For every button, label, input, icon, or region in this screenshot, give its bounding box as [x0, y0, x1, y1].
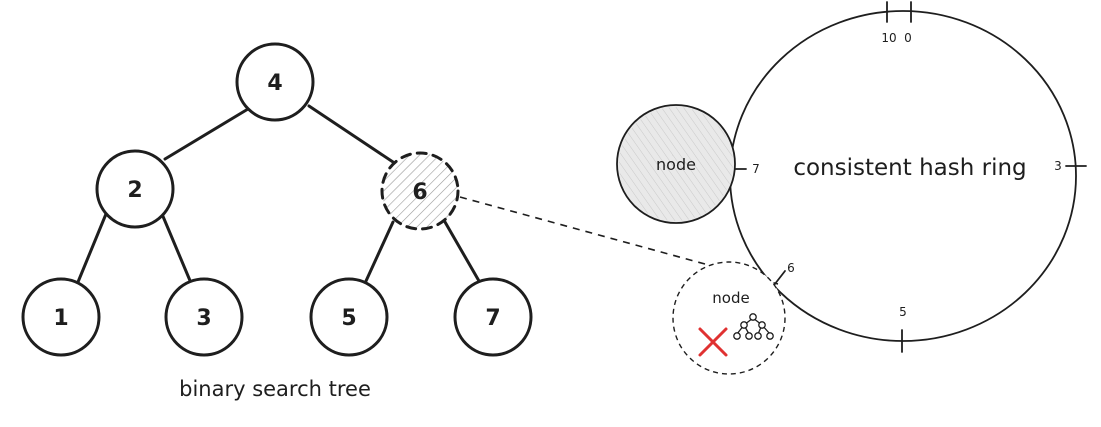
- tree-node-7: [453, 277, 533, 357]
- failed-node-position-6: node: [672, 261, 786, 375]
- tree-edge-6-5: [364, 220, 395, 283]
- tree-node-4-label: 4: [267, 71, 282, 96]
- ring-node-position-7: node: [616, 104, 736, 224]
- ring-node-hatching: [619, 107, 733, 221]
- ring-node-label: node: [656, 155, 696, 174]
- failed-x-icon: [698, 327, 728, 357]
- tree-node-1-label: 1: [53, 306, 68, 331]
- ring-tick-label-3: 3: [1054, 159, 1062, 173]
- tree-node-4: [235, 42, 315, 122]
- tree-node-7-label: 7: [485, 306, 500, 331]
- tree-edge-2-1: [76, 212, 108, 284]
- ring-tick-label-6: 6: [787, 261, 795, 275]
- ring-tick-label-0: 0: [904, 31, 912, 45]
- tree-node-6: [380, 151, 460, 231]
- failed-node-label: node: [712, 289, 749, 307]
- ring-tick-label-10: 10: [881, 31, 896, 45]
- hash-ring-label: consistent hash ring: [793, 155, 1026, 181]
- tree-node-1: [21, 277, 101, 357]
- ring-tick-label-7: 7: [752, 162, 760, 176]
- tree-caption: binary search tree: [179, 377, 371, 401]
- tree-node-labels: 4 2 6 1 3 5 7: [53, 71, 500, 331]
- mini-tree-icon: [733, 313, 774, 340]
- tree-node-2-label: 2: [127, 178, 142, 203]
- tree-node-6-label: 6: [412, 180, 427, 205]
- tree-edge-2-3: [160, 212, 193, 285]
- tree-edge-6-7: [443, 220, 481, 283]
- tree-edge-4-6: [307, 104, 395, 164]
- tree-edge-4-2: [163, 107, 250, 161]
- tree-node-3: [164, 277, 244, 357]
- ring-tick-label-5: 5: [899, 305, 907, 319]
- binary-search-tree: [21, 42, 533, 357]
- tree-node-3-label: 3: [196, 306, 211, 331]
- failed-node-shape: [672, 261, 786, 375]
- tree-node-5-label: 5: [341, 306, 356, 331]
- tree-node-5: [309, 277, 389, 357]
- tree-node-2: [95, 149, 175, 229]
